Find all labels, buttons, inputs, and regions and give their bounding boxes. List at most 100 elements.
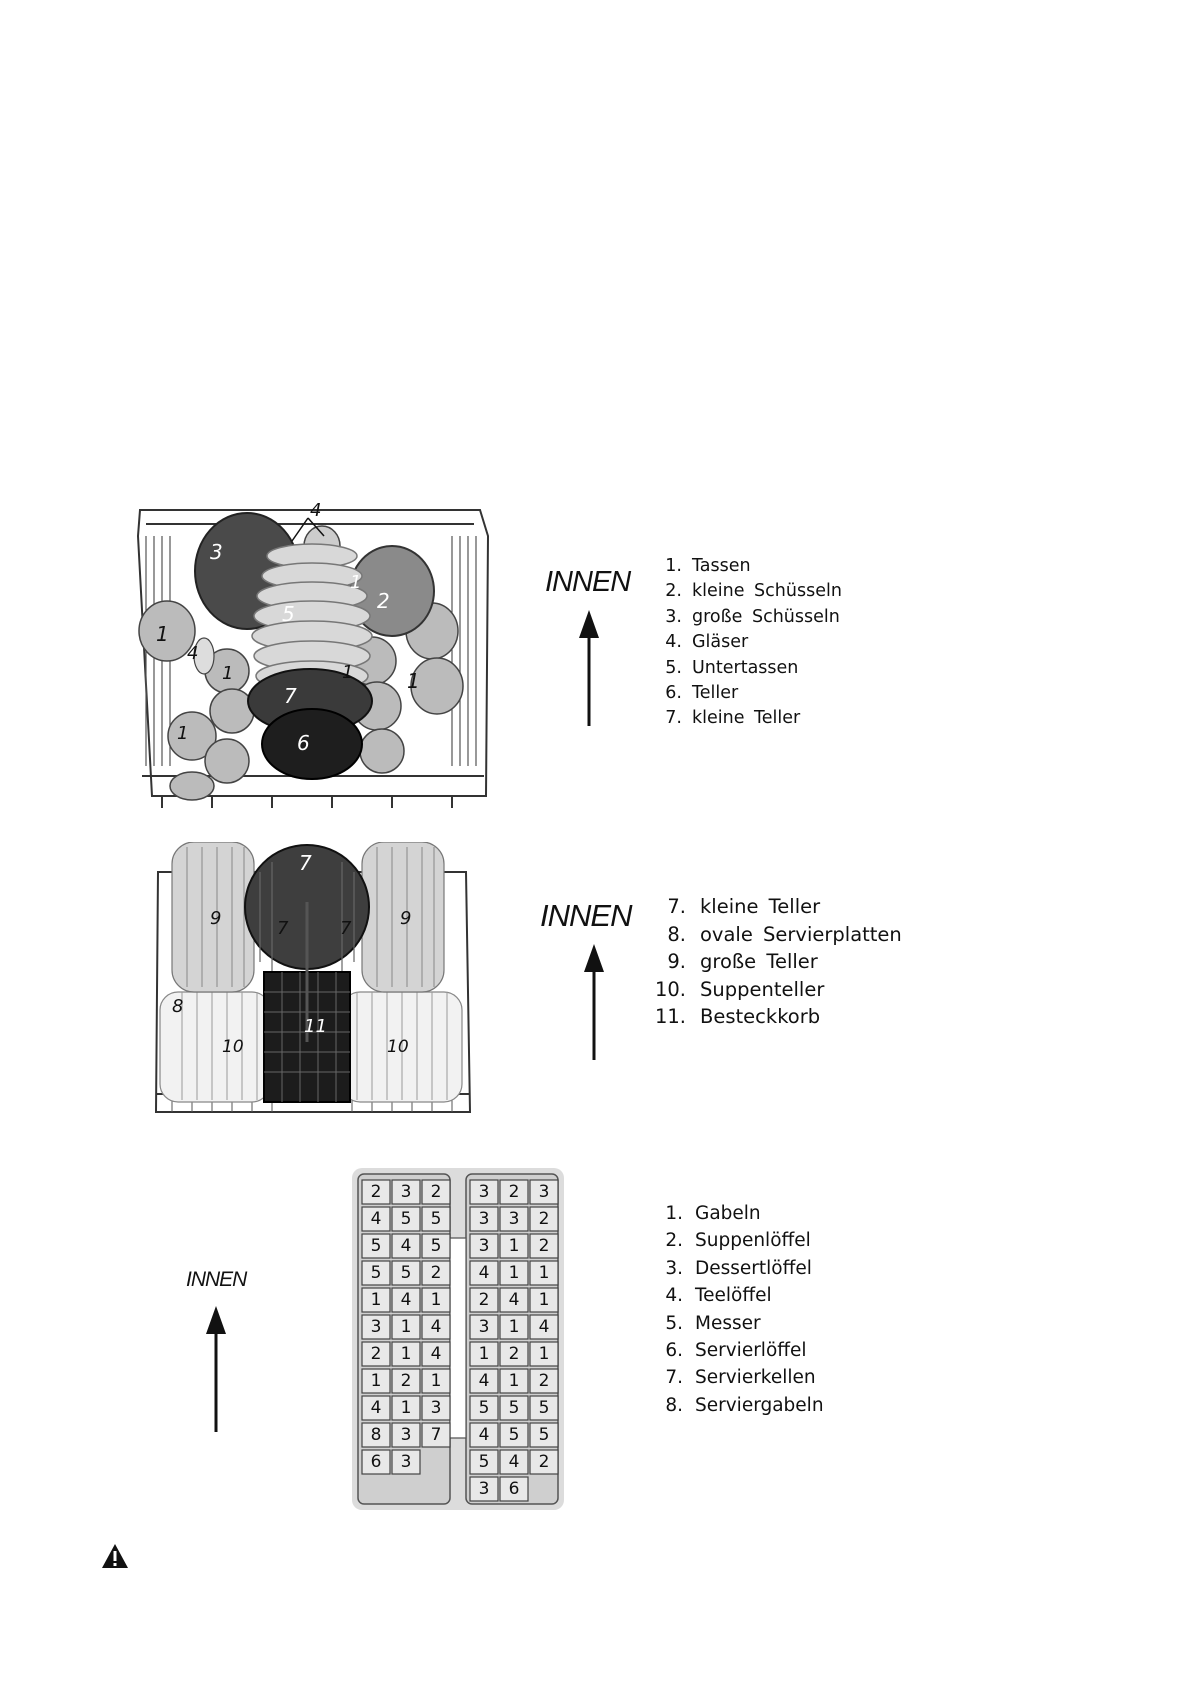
legend-item: 5.Untertassen bbox=[665, 657, 799, 678]
up-arrow-icon bbox=[584, 944, 604, 1060]
basket-cell-number: 1 bbox=[509, 1236, 520, 1256]
basket-cell bbox=[361, 1314, 391, 1340]
basket-cell bbox=[421, 1287, 451, 1313]
mark-8: 8 bbox=[172, 996, 183, 1017]
basket-cell bbox=[469, 1395, 499, 1421]
basket-cell bbox=[469, 1341, 499, 1367]
mark-4: 4 bbox=[310, 500, 321, 521]
legend-item: 8.Serviergabeln bbox=[665, 1394, 824, 1416]
basket-cell-number: 2 bbox=[539, 1209, 550, 1229]
mark-7: 7 bbox=[299, 851, 312, 875]
basket-cell-number: 4 bbox=[401, 1290, 412, 1310]
mark-1: 1 bbox=[342, 662, 353, 683]
legend-item: 6.Teller bbox=[665, 682, 739, 703]
basket-cell-number: 4 bbox=[431, 1317, 442, 1337]
basket-cell-number: 1 bbox=[431, 1371, 442, 1391]
basket-cell-number: 2 bbox=[539, 1371, 550, 1391]
basket-cell bbox=[499, 1368, 529, 1394]
basket-cell-number: 3 bbox=[371, 1317, 382, 1337]
basket-cell-number: 4 bbox=[371, 1398, 382, 1418]
direction-label: INNEN bbox=[545, 566, 631, 598]
basket-cell-number: 1 bbox=[539, 1344, 550, 1364]
basket-cell-number: 2 bbox=[371, 1344, 382, 1364]
basket-cell-number: 2 bbox=[401, 1371, 412, 1391]
basket-cell bbox=[529, 1395, 559, 1421]
basket-cell bbox=[469, 1368, 499, 1394]
basket-cell-number: 3 bbox=[401, 1182, 412, 1202]
basket-cell-number: 1 bbox=[539, 1263, 550, 1283]
basket-cell bbox=[391, 1422, 421, 1448]
basket-cell-number: 2 bbox=[509, 1182, 520, 1202]
direction-label: INNEN bbox=[186, 1268, 247, 1291]
legend-item: 9.große Teller bbox=[667, 950, 818, 973]
basket-cell-number: 4 bbox=[401, 1236, 412, 1256]
basket-cell bbox=[529, 1449, 559, 1475]
mark-1: 1 bbox=[156, 622, 169, 646]
basket-cell-number: 1 bbox=[371, 1371, 382, 1391]
basket-cell-number: 2 bbox=[431, 1263, 442, 1283]
mark-7: 7 bbox=[284, 684, 297, 708]
basket-cell bbox=[421, 1179, 451, 1205]
basket-cell-number: 6 bbox=[371, 1452, 382, 1472]
mark-4: 4 bbox=[187, 643, 198, 664]
mark-1: 1 bbox=[222, 663, 233, 684]
basket-cell-number: 3 bbox=[479, 1236, 490, 1256]
basket-cell-number: 2 bbox=[479, 1290, 490, 1310]
lower-basket-illustration: 7 9 7 7 9 8 11 10 10 bbox=[152, 842, 472, 1132]
basket-cell-number: 5 bbox=[431, 1236, 442, 1256]
legend-item: 2.Suppenlöffel bbox=[665, 1230, 811, 1252]
legend-item: 1.Tassen bbox=[665, 556, 751, 576]
basket-cell-number: 1 bbox=[479, 1344, 490, 1364]
basket-cell-number: 1 bbox=[401, 1317, 412, 1337]
basket-cell bbox=[421, 1206, 451, 1232]
basket-cell bbox=[361, 1287, 391, 1313]
basket-cell bbox=[421, 1314, 451, 1340]
up-arrow-icon bbox=[579, 610, 599, 726]
basket-cell-number: 4 bbox=[479, 1371, 490, 1391]
mark-11: 11 bbox=[304, 1016, 327, 1037]
basket-cell-number: 5 bbox=[371, 1236, 382, 1256]
basket-cell bbox=[499, 1206, 529, 1232]
mark-2: 2 bbox=[377, 589, 390, 613]
basket-cell-number: 2 bbox=[509, 1344, 520, 1364]
basket-cell bbox=[499, 1233, 529, 1259]
basket-cell-number: 5 bbox=[539, 1425, 550, 1445]
basket-cell bbox=[529, 1287, 559, 1313]
basket-cell-number: 2 bbox=[539, 1452, 550, 1472]
mark-6: 6 bbox=[297, 731, 310, 755]
basket-cell bbox=[391, 1368, 421, 1394]
basket-cell-number: 1 bbox=[401, 1398, 412, 1418]
basket-cell bbox=[469, 1314, 499, 1340]
basket-cell bbox=[391, 1314, 421, 1340]
legend-item: 10.Suppenteller bbox=[654, 977, 825, 1001]
basket-cell bbox=[529, 1314, 559, 1340]
basket-cell bbox=[499, 1314, 529, 1340]
basket-cell-number: 4 bbox=[431, 1344, 442, 1364]
legend-item: 6.Servierlöffel bbox=[665, 1339, 807, 1361]
basket-cell bbox=[391, 1395, 421, 1421]
basket-cell bbox=[361, 1422, 391, 1448]
basket-cell bbox=[499, 1341, 529, 1367]
basket-cell bbox=[361, 1206, 391, 1232]
basket-cell-number: 5 bbox=[479, 1452, 490, 1472]
mark-3: 3 bbox=[210, 540, 223, 564]
mark-1: 1 bbox=[177, 723, 188, 744]
basket-cell bbox=[391, 1179, 421, 1205]
basket-cell bbox=[499, 1260, 529, 1286]
mark-10: 10 bbox=[222, 1037, 244, 1057]
basket-cell-number: 1 bbox=[509, 1263, 520, 1283]
legend-item: 7.Servierkellen bbox=[665, 1367, 816, 1389]
basket-cell bbox=[421, 1368, 451, 1394]
basket-cell bbox=[529, 1179, 559, 1205]
basket-cell-number: 1 bbox=[401, 1344, 412, 1364]
basket-cell-number: 5 bbox=[371, 1263, 382, 1283]
basket-cell-number: 4 bbox=[371, 1209, 382, 1229]
basket-cell-number: 5 bbox=[509, 1398, 520, 1418]
basket-cell-number: 1 bbox=[509, 1317, 520, 1337]
basket-cell bbox=[499, 1395, 529, 1421]
mark-1: 1 bbox=[350, 572, 361, 593]
cutlery-basket-legend: 1.Gabeln 2.Suppenlöffel 3.Dessertlöffel … bbox=[663, 1200, 824, 1419]
basket-cell bbox=[499, 1422, 529, 1448]
basket-cell bbox=[529, 1206, 559, 1232]
basket-cell bbox=[361, 1260, 391, 1286]
